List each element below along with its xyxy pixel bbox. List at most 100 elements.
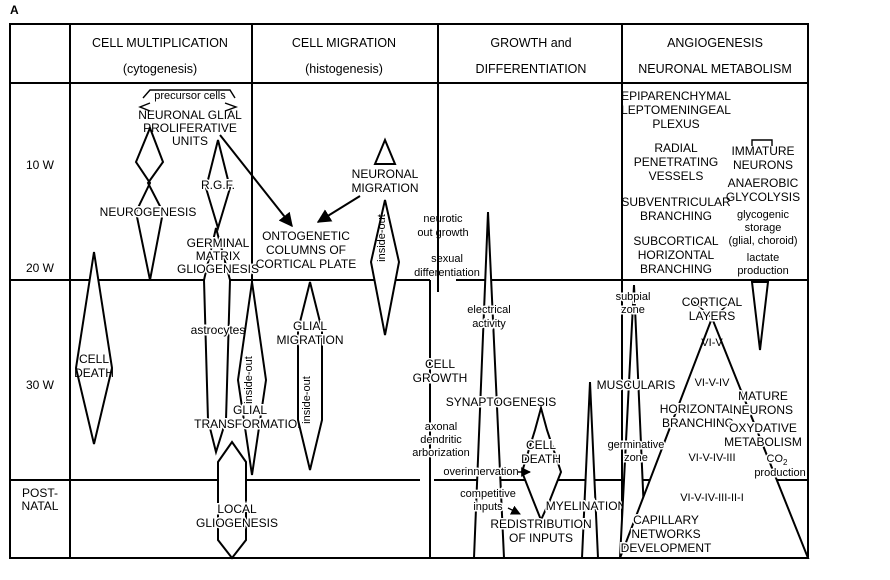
neurotic-outgrowth-label: out growth xyxy=(417,227,468,239)
neuronal-migration-label: MIGRATION xyxy=(351,181,418,195)
subcortical-label: BRANCHING xyxy=(640,262,712,276)
precursor-cells-label: precursor cells xyxy=(154,90,226,102)
redistribution-label: REDISTRIBUTION xyxy=(490,517,591,531)
anaerobic-label: GLYCOLYSIS xyxy=(726,190,800,204)
row-label-20w: 20 W xyxy=(26,261,55,275)
glial-migration-label: MIGRATION xyxy=(276,333,343,347)
cell-death-label-2: DEATH xyxy=(521,452,561,466)
precursor-arrow-left xyxy=(138,102,151,112)
anaerobic-label: ANAEROBIC xyxy=(728,176,799,190)
local-gliogenesis-label: GLIOGENESIS xyxy=(196,516,278,530)
germinal-matrix-label: GERMINAL xyxy=(187,236,250,250)
myelination-label: MYELINATION xyxy=(546,499,626,513)
header-line: (histogenesis) xyxy=(305,62,383,76)
immature-bracket xyxy=(751,139,773,146)
mature-neurons-label: MATURE xyxy=(738,389,788,403)
germinative-zone-label: zone xyxy=(624,452,648,464)
subcortical-label: HORIZONTAL xyxy=(638,248,715,262)
overinnervation-label: overinnervation xyxy=(443,466,518,478)
ngpu-label: UNITS xyxy=(172,134,208,148)
cell-death-label: CELL xyxy=(79,352,109,366)
panel-label: A xyxy=(10,3,19,17)
oxydative-label: METABOLISM xyxy=(724,435,802,449)
ontogenetic-columns-label: CORTICAL PLATE xyxy=(256,257,356,271)
capillary-networks-label: CAPILLARY xyxy=(633,513,699,527)
precursor-cells-bracket xyxy=(142,89,236,99)
epiparenchymal-label: LEPTOMENINGEAL xyxy=(621,103,731,117)
co2-label: CO2 xyxy=(767,453,789,467)
lactate-label: production xyxy=(737,265,788,277)
cell-growth-label: CELL xyxy=(425,357,455,371)
astrocytes-label: astrocytes xyxy=(191,323,246,337)
lactate-taper xyxy=(750,281,770,351)
mature-neurons-label: NEURONS xyxy=(733,403,793,417)
glycogenic-label: glycogenic xyxy=(737,209,789,221)
precursor-arrow-right xyxy=(224,102,239,112)
germinal-matrix-label: GLIOGENESIS xyxy=(177,262,259,276)
subpial-zone-label: subpial xyxy=(616,291,651,303)
arrow-to-ontogenetic-columns xyxy=(219,134,293,228)
glycogenic-label: (glial, choroid) xyxy=(728,235,797,247)
competitive-inputs-label: inputs xyxy=(473,501,503,513)
layer-label: VI-V-IV-III xyxy=(688,452,735,464)
inside-out-diamond-a xyxy=(236,281,268,476)
row-label-postnatal: POST- xyxy=(22,486,58,500)
inside-out-label: inside-out xyxy=(243,356,255,404)
co2-production-label: production xyxy=(754,467,805,479)
row-label-10w: 10 W xyxy=(26,158,55,172)
column-header-growth: GROWTH and DIFFERENTIATION xyxy=(476,36,587,76)
competitive-inputs-arrow xyxy=(507,505,521,515)
ngpu-label: NEURONAL GLIAL xyxy=(138,108,242,122)
subcortical-label: SUBCORTICAL xyxy=(633,234,718,248)
co2-text: CO xyxy=(767,453,784,465)
header-line: ANGIOGENESIS xyxy=(667,36,763,50)
arrow-neuronal-migration xyxy=(316,195,361,223)
rgf-shape xyxy=(204,139,232,232)
capillary-networks-label: DEVELOPMENT xyxy=(621,541,712,555)
neuronal-migration-shape xyxy=(369,137,401,336)
muscularis-label: MUSCULARIS xyxy=(597,378,676,392)
gliogenesis-shape xyxy=(202,227,232,456)
cell-death-shape xyxy=(74,251,114,445)
lactate-label: lactate xyxy=(747,252,779,264)
layer-label: VI-V-IV-III-II-I xyxy=(680,492,744,504)
glial-migration-label: GLIAL xyxy=(293,319,327,333)
sexual-differentiation-label: differentiation xyxy=(414,267,480,279)
capillary-networks-label: NETWORKS xyxy=(631,527,700,541)
electrical-activity-label: electrical xyxy=(467,304,510,316)
glial-transformation-label: TRANSFORMATION xyxy=(194,417,306,431)
inside-out-label: inside-out xyxy=(376,214,388,262)
radial-vessels-label: VESSELS xyxy=(649,169,704,183)
row-label-30w: 30 W xyxy=(26,378,55,392)
radial-vessels-label: PENETRATING xyxy=(634,155,718,169)
cell-death-label-2: CELL xyxy=(526,438,556,452)
germinative-zone-label: germinative xyxy=(608,439,665,451)
subventricular-label: SUBVENTRICULAR xyxy=(621,195,731,209)
local-gliogenesis-label: LOCAL xyxy=(217,502,257,516)
layer-label: VI-V-IV xyxy=(695,377,731,389)
cell-growth-label: GROWTH xyxy=(413,371,468,385)
ngpu-label: PROLIFERATIVE xyxy=(143,121,237,135)
cortical-layers-bracket xyxy=(691,299,735,319)
cell-death-shape-2 xyxy=(520,404,563,523)
column-header-cell-migration: CELL MIGRATION (histogenesis) xyxy=(292,36,396,76)
electrical-activity-shape xyxy=(472,211,506,559)
oxydative-label: OXYDATIVE xyxy=(729,421,797,435)
header-line: GROWTH and xyxy=(490,36,571,50)
redistribution-label: OF INPUTS xyxy=(509,531,573,545)
competitive-inputs-label: competitive xyxy=(460,488,516,500)
cortical-layers-label: CORTICAL xyxy=(682,295,743,309)
neurogenesis-label: NEUROGENESIS xyxy=(100,205,197,219)
row-label-postnatal: NATAL xyxy=(22,499,59,513)
header-line: DIFFERENTIATION xyxy=(476,62,587,76)
column-header-angiogenesis: ANGIOGENESIS NEURONAL METABOLISM xyxy=(638,36,792,76)
cell-death-label: DEATH xyxy=(74,366,114,380)
axonal-dendritic-label: axonal xyxy=(425,421,457,433)
sexual-differentiation-label: sexual xyxy=(431,253,463,265)
glycogenic-label: storage xyxy=(745,222,782,234)
layer-label: VI-V xyxy=(701,337,723,349)
header-line: CELL MIGRATION xyxy=(292,36,396,50)
header-line: CELL MULTIPLICATION xyxy=(92,36,228,50)
neuronal-migration-label: NEURONAL xyxy=(352,167,419,181)
